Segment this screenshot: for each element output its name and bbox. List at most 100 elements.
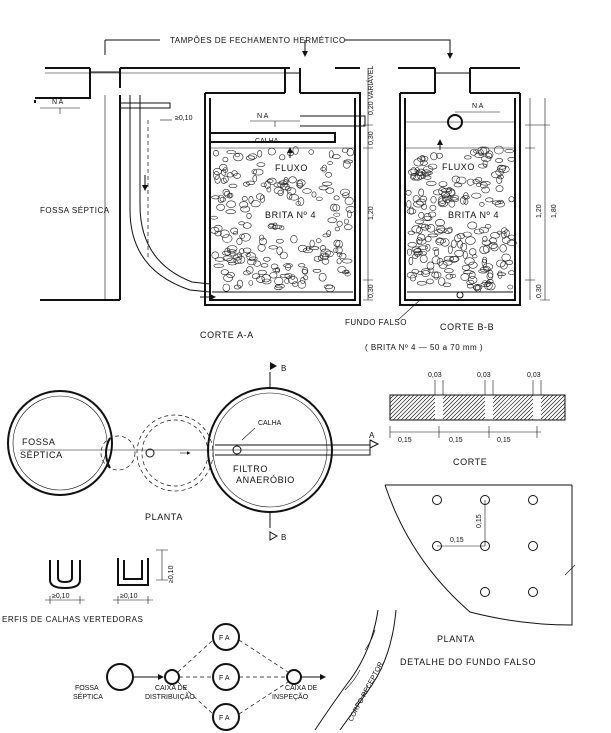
gravel-stone xyxy=(219,163,228,171)
gravel-stone xyxy=(250,200,261,208)
gravel-stone xyxy=(273,186,285,195)
gravel-stone xyxy=(219,196,226,202)
gravel-stone xyxy=(441,191,450,199)
gravel-stone xyxy=(290,235,298,244)
gravel-stone xyxy=(267,147,276,156)
gravel-stone xyxy=(222,255,233,262)
gravel-stone xyxy=(267,224,277,230)
gravel-stone xyxy=(336,220,343,227)
gravel-stone xyxy=(419,254,428,263)
hatch-line xyxy=(492,394,514,416)
drain-hole xyxy=(528,587,538,597)
gravel-stone xyxy=(416,238,427,245)
gravel-stone xyxy=(406,208,417,215)
gravel-stone xyxy=(413,250,423,255)
gravel-stone xyxy=(431,271,442,279)
corte-bb-title: CORTE B-B xyxy=(440,322,494,332)
gravel-stone xyxy=(482,263,494,271)
gravel-stone xyxy=(270,263,279,270)
gravel-stone xyxy=(214,257,226,262)
gravel-stone xyxy=(411,268,419,275)
gravel-fill-aa xyxy=(210,146,356,292)
gravel-stone xyxy=(466,283,474,289)
gravel-stone xyxy=(490,232,501,239)
calha-label: CALHA xyxy=(255,138,279,145)
dim-180: 1,80 xyxy=(551,204,558,218)
gravel-stone xyxy=(483,266,491,272)
hatch-line xyxy=(442,394,468,420)
hatch-line xyxy=(449,394,476,421)
hatch-line xyxy=(477,412,486,421)
gravel-stone xyxy=(425,171,433,175)
gravel-stone xyxy=(481,258,488,268)
gravel-stone xyxy=(279,251,288,260)
planta-title: PLANTA xyxy=(145,512,183,522)
gravel-stone xyxy=(497,270,503,279)
gravel-stone xyxy=(308,149,314,155)
gravel-stone xyxy=(275,238,284,244)
hatch-line xyxy=(540,394,566,420)
hatch-line xyxy=(461,396,486,421)
hatch-line xyxy=(457,394,484,421)
gravel-stone xyxy=(481,155,492,162)
gravel-stone xyxy=(259,194,265,203)
hatch-line xyxy=(543,398,566,421)
hatch-line xyxy=(540,394,562,416)
gravel-stone xyxy=(239,233,245,239)
gravel-stone xyxy=(435,152,443,159)
gravel-stone xyxy=(211,195,220,200)
gravel-stone xyxy=(328,150,334,159)
fundo-falso-detail: 0,15 0,15 PLANTA DETALHE DO FUNDO FALSO xyxy=(384,484,576,667)
gravel-stone xyxy=(480,146,490,155)
gravel-stone xyxy=(449,194,459,201)
gravel-stone xyxy=(506,239,517,246)
hatch-line xyxy=(396,394,423,421)
gravel-stone xyxy=(431,256,441,265)
gravel-stone xyxy=(216,203,225,211)
gravel-stone xyxy=(248,153,258,160)
gravel-stone xyxy=(333,195,340,201)
fa1: F A xyxy=(219,635,230,642)
gravel-stone xyxy=(220,229,230,239)
gravel-stone xyxy=(473,228,484,235)
gravel-stone xyxy=(461,264,471,271)
gravel-stone xyxy=(416,226,423,234)
brita-label: BRITA Nº 4 xyxy=(265,210,316,220)
gravel-stone xyxy=(222,250,232,256)
gravel-stone xyxy=(435,219,445,227)
gravel-stone xyxy=(430,152,438,161)
gravel-stone xyxy=(427,267,434,273)
gravel-stone xyxy=(297,197,305,206)
hatch-line xyxy=(499,394,526,421)
gravel-stone xyxy=(301,269,308,274)
gravel-stone xyxy=(274,267,281,274)
gravel-stone xyxy=(325,172,332,178)
ge010a: ≥0,10 xyxy=(52,593,70,600)
gravel-stone xyxy=(242,247,252,254)
caixa-insp-1: CAIXA DE xyxy=(285,685,318,692)
gravel-stone xyxy=(272,222,278,231)
fa3: F A xyxy=(219,715,230,722)
gravel-stone xyxy=(479,202,485,207)
gravel-stone xyxy=(213,150,220,157)
gravel-stone xyxy=(342,160,351,169)
gravel-stone xyxy=(507,157,516,162)
hatch-line xyxy=(551,406,566,421)
gravel-stone xyxy=(258,237,267,246)
gravel-stone xyxy=(421,268,431,275)
gravel-stone xyxy=(339,253,347,260)
fluxo-label: FLUXO xyxy=(275,163,308,173)
gravel-stone xyxy=(268,245,278,250)
gravel-stone xyxy=(268,223,275,228)
dim-015c: 0,15 xyxy=(497,437,511,444)
gravel-stone xyxy=(500,261,508,270)
gravel-stone xyxy=(448,199,456,208)
gravel-stone xyxy=(240,205,251,213)
gravel-stone xyxy=(417,233,426,242)
gravel-stone xyxy=(260,182,267,188)
hatch-line xyxy=(523,410,534,421)
ge010-top: ≥0,10 xyxy=(175,115,193,122)
hatch-line xyxy=(400,394,427,421)
gravel-stone xyxy=(346,210,352,219)
gravel-stone xyxy=(480,181,491,186)
